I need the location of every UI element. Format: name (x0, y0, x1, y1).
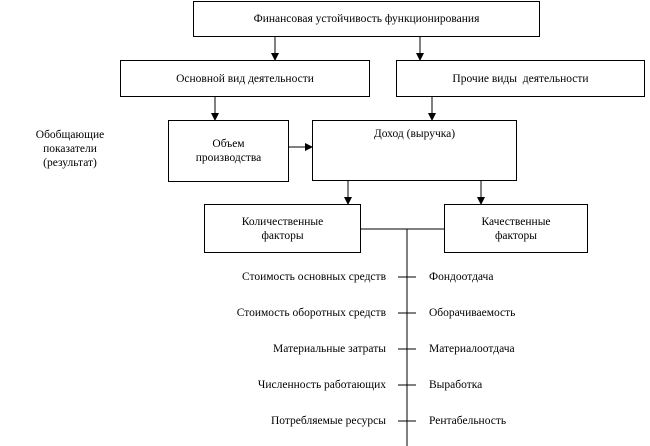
right-factor-label: Фондоотдача (429, 271, 494, 283)
box-financial-stability: Финансовая устойчивость функционирования (193, 1, 540, 37)
box-production-volume-line-2: производства (195, 152, 262, 164)
summary-note-line-1: Обобщающие (35, 129, 105, 141)
box-qualitative-factors: Качественные факторы (444, 204, 588, 253)
box-quantitative-line-1: Количественные (241, 215, 324, 228)
box-income-label: Доход (выручка) (373, 128, 456, 140)
summary-indicators-note: Обобщающие показатели (результат) (22, 128, 118, 170)
box-qualitative-line-2: факторы (494, 229, 538, 242)
right-factor-label: Рентабельность (429, 415, 507, 427)
box-main-activity-label: Основной вид деятельности (176, 72, 314, 85)
box-other-activity: Прочие виды деятельности (396, 60, 645, 97)
right-factor-label: Материалоотдача (429, 343, 515, 355)
right-factor-label: Выработка (429, 379, 483, 391)
box-income: Доход (выручка) (312, 120, 517, 181)
box-quantitative-factors: Количественные факторы (204, 204, 361, 253)
left-factor-label: Стоимость основных средств (241, 271, 386, 283)
box-production-volume: Объем производства (168, 120, 289, 182)
left-factor-label: Потребляемые ресурсы (270, 415, 386, 427)
box-financial-stability-label: Финансовая устойчивость функционирования (253, 13, 480, 25)
right-factor-label: Оборачиваемость (429, 307, 516, 319)
box-production-volume-line-1: Объем (212, 138, 245, 150)
box-other-activity-label: Прочие виды деятельности (452, 72, 589, 85)
left-factor-label: Материальные затраты (273, 343, 386, 355)
box-quantitative-line-2: факторы (261, 229, 304, 242)
summary-note-line-2: показатели (43, 143, 97, 155)
summary-note-line-3: (результат) (43, 157, 97, 169)
left-factor-label: Численность работающих (257, 379, 386, 391)
box-main-activity: Основной вид деятельности (120, 60, 370, 97)
box-qualitative-line-1: Качественные (481, 215, 551, 228)
left-factor-label: Стоимость оборотных средств (236, 307, 386, 319)
